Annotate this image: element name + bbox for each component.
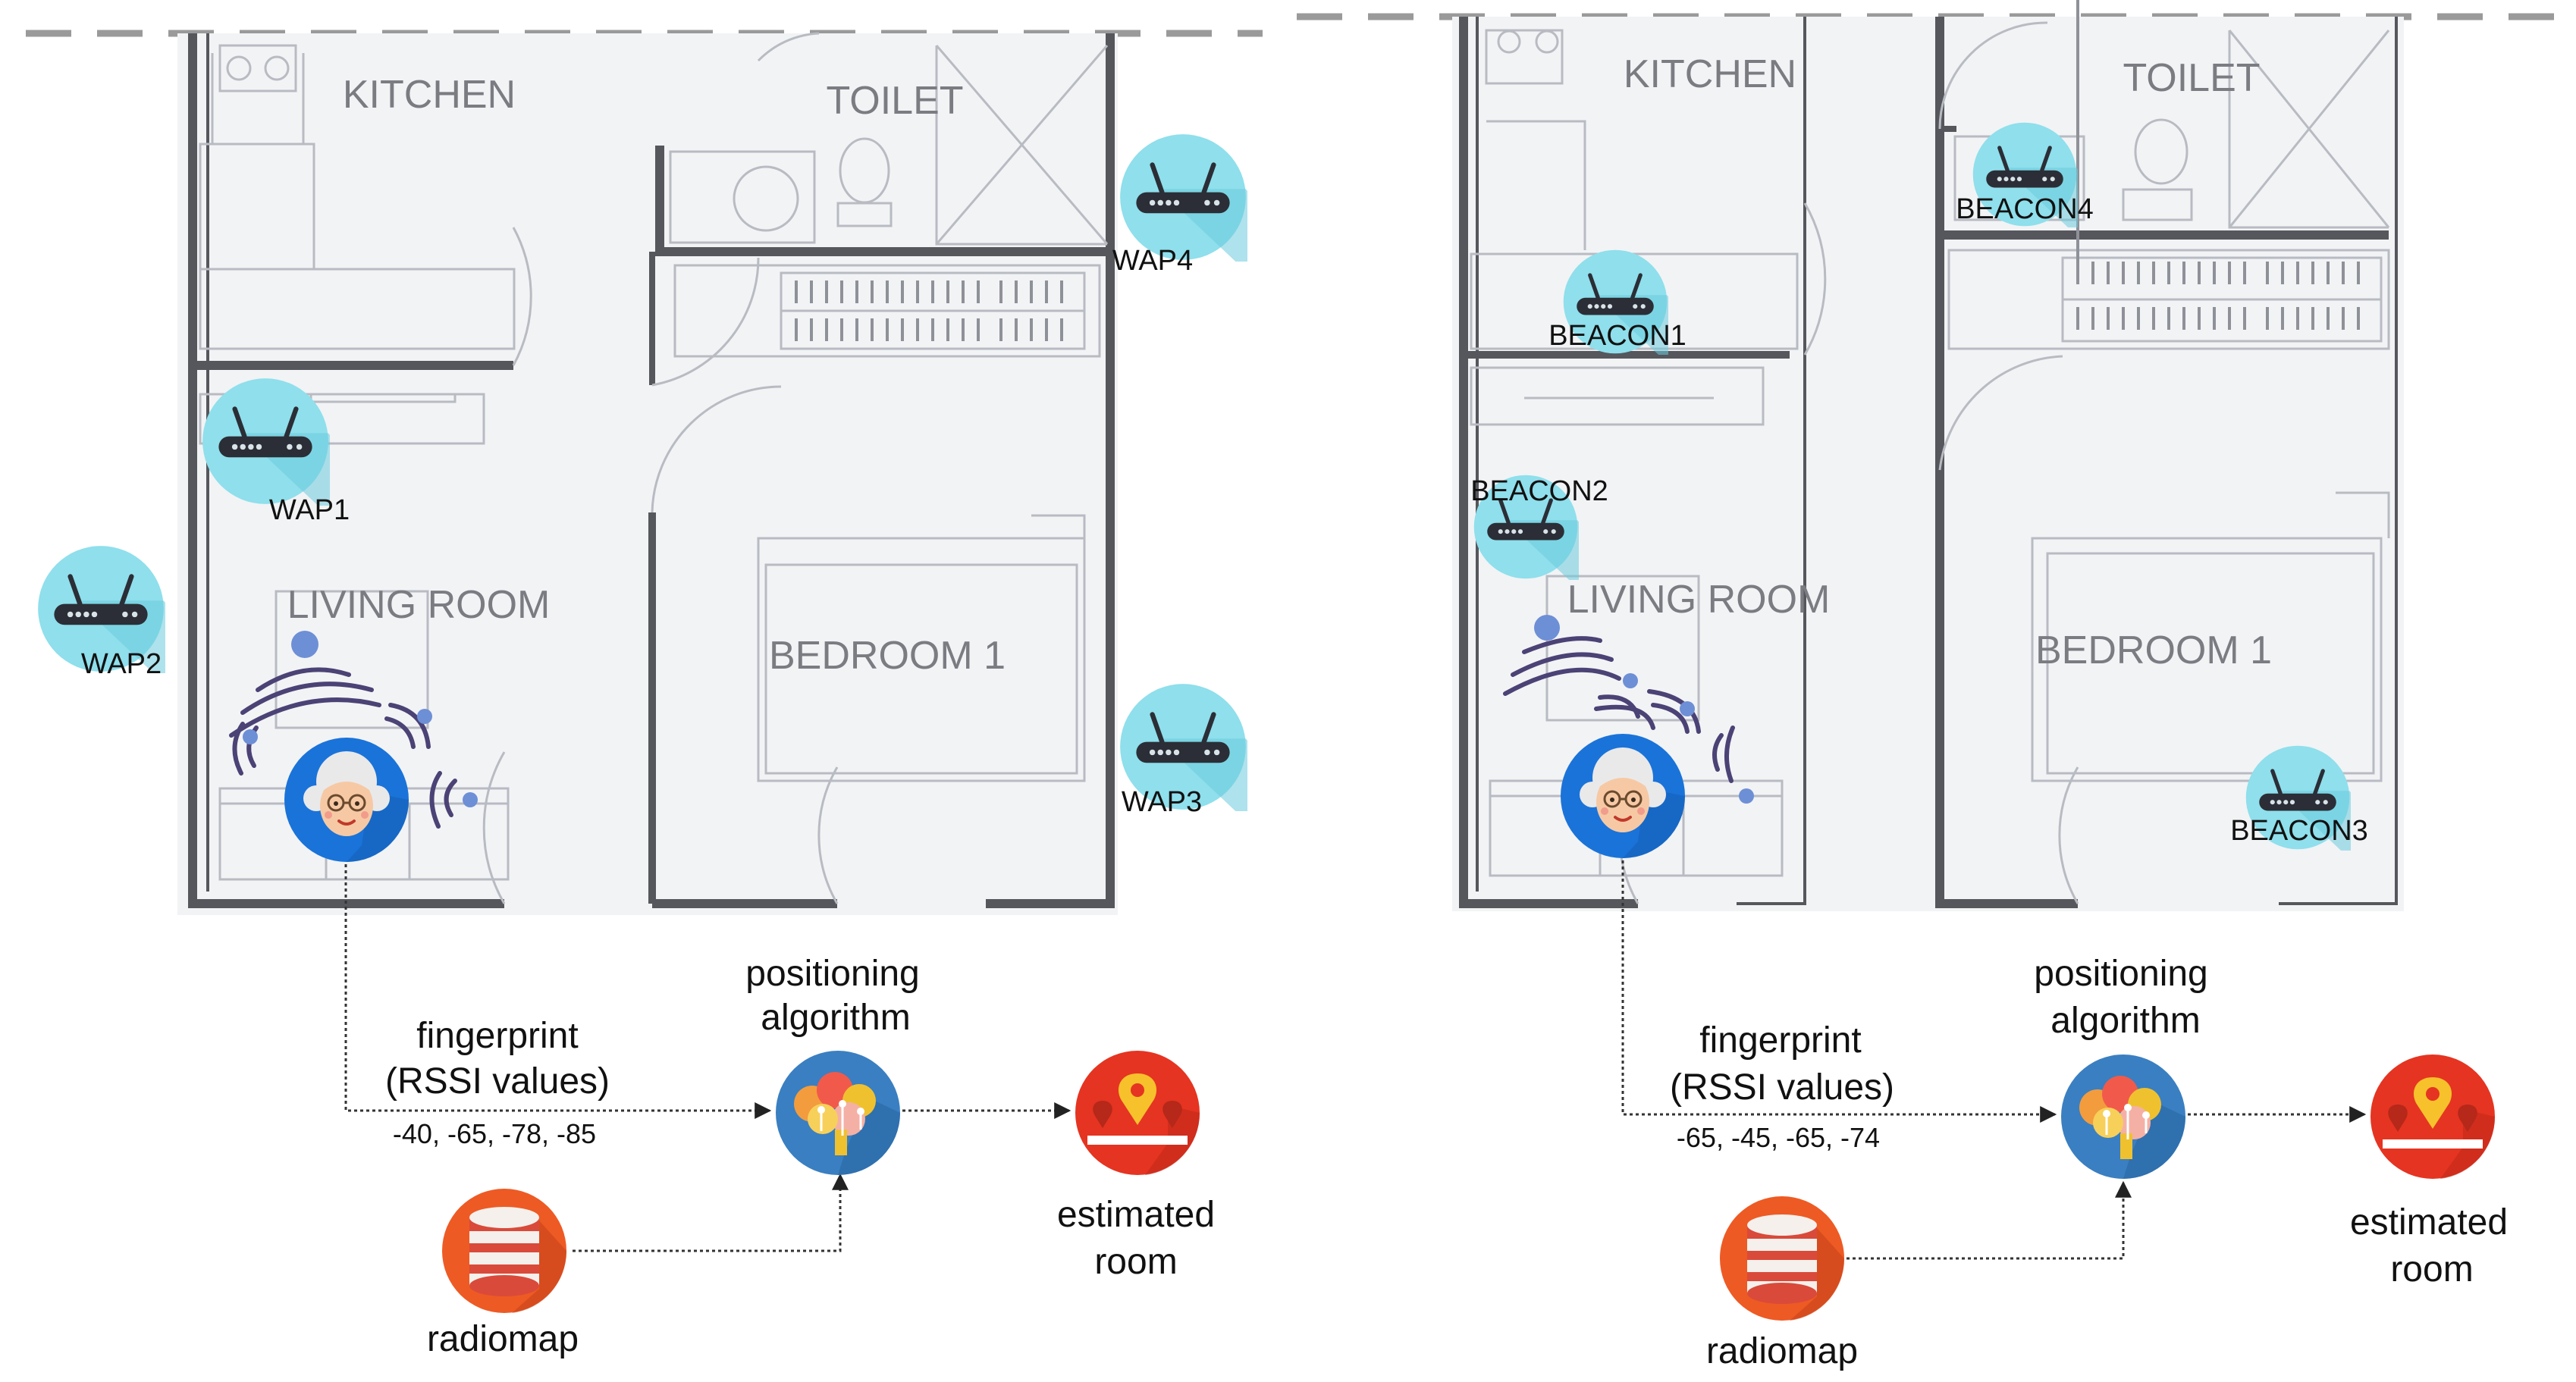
- left-algorithm-label: positioning: [745, 954, 920, 994]
- left-room-label-bedroom: BEDROOM 1: [769, 634, 1006, 678]
- left-estimated-room-label-line2: room: [1094, 1242, 1177, 1282]
- left-radiomap-database-icon: [442, 1189, 566, 1313]
- left-signal-dot: [463, 792, 478, 807]
- right-algorithm-label: positioning: [2034, 954, 2208, 994]
- left-rssi-values: -40, -65, -78, -85: [393, 1118, 596, 1149]
- wap2-label: WAP2: [81, 648, 162, 680]
- left-algorithm-label-line2: algorithm: [761, 998, 910, 1038]
- beacon3-label: BEACON3: [2230, 815, 2368, 847]
- wap1-label: WAP1: [269, 494, 350, 526]
- left-room-label-toilet: TOILET: [826, 79, 963, 123]
- left-signal-dot: [417, 709, 432, 724]
- right-rssi-values: -65, -45, -65, -74: [1677, 1122, 1880, 1153]
- right-signal-dot: [1623, 673, 1638, 688]
- right-fingerprint-rssi-label: (RSSI values): [1670, 1067, 1894, 1108]
- right-radiomap-connector: [1846, 1183, 2123, 1258]
- right-radiomap-label: radiomap: [1706, 1331, 1858, 1371]
- left-room-label-living-room: LIVING ROOM: [287, 583, 551, 627]
- right-elderly-user-icon: [1561, 734, 1685, 858]
- right-room-label-kitchen: KITCHEN: [1624, 52, 1796, 96]
- beacon1-label: BEACON1: [1548, 320, 1686, 352]
- right-panel-ble: KITCHEN TOILET LIVING ROOM BEDROOM 1 BEA…: [1452, 0, 2508, 1371]
- right-room-label-toilet: TOILET: [2123, 56, 2260, 100]
- left-fingerprint-rssi-label: (RSSI values): [385, 1061, 610, 1102]
- right-estimated-room-label: estimated: [2350, 1202, 2508, 1243]
- right-algorithm-label-line2: algorithm: [2050, 1001, 2200, 1041]
- wap3-label: WAP3: [1122, 786, 1202, 818]
- left-radiomap-label: radiomap: [427, 1319, 579, 1359]
- left-estimated-room-label: estimated: [1057, 1195, 1215, 1235]
- left-elderly-user-icon: [284, 738, 409, 862]
- beacon2-label: BEACON2: [1470, 475, 1608, 507]
- left-signal-dot: [291, 631, 318, 658]
- wap4-label: WAP4: [1112, 245, 1193, 277]
- left-signal-dot: [243, 729, 258, 744]
- right-fingerprint-label: fingerprint: [1699, 1020, 1861, 1061]
- right-estimated-room-pin-icon: [2370, 1055, 2495, 1179]
- right-signal-dot: [1739, 788, 1754, 804]
- left-radiomap-connector: [573, 1175, 840, 1251]
- left-fingerprint-label: fingerprint: [416, 1016, 578, 1056]
- right-room-label-living-room: LIVING ROOM: [1567, 578, 1831, 622]
- right-positioning-algorithm-icon: [2061, 1055, 2185, 1179]
- left-estimated-room-pin-icon: [1075, 1051, 1200, 1175]
- right-signal-dot: [1534, 615, 1560, 641]
- right-room-label-bedroom: BEDROOM 1: [2035, 628, 2272, 672]
- beacon4-label: BEACON4: [1956, 193, 2094, 225]
- left-panel-wifi: KITCHEN TOILET LIVING ROOM BEDROOM 1 WAP…: [38, 33, 1261, 1359]
- left-room-label-kitchen: KITCHEN: [343, 73, 516, 117]
- left-positioning-algorithm-icon: [776, 1051, 900, 1175]
- right-estimated-room-label-line2: room: [2390, 1249, 2473, 1290]
- right-radiomap-database-icon: [1720, 1196, 1844, 1321]
- right-signal-dot: [1680, 701, 1695, 716]
